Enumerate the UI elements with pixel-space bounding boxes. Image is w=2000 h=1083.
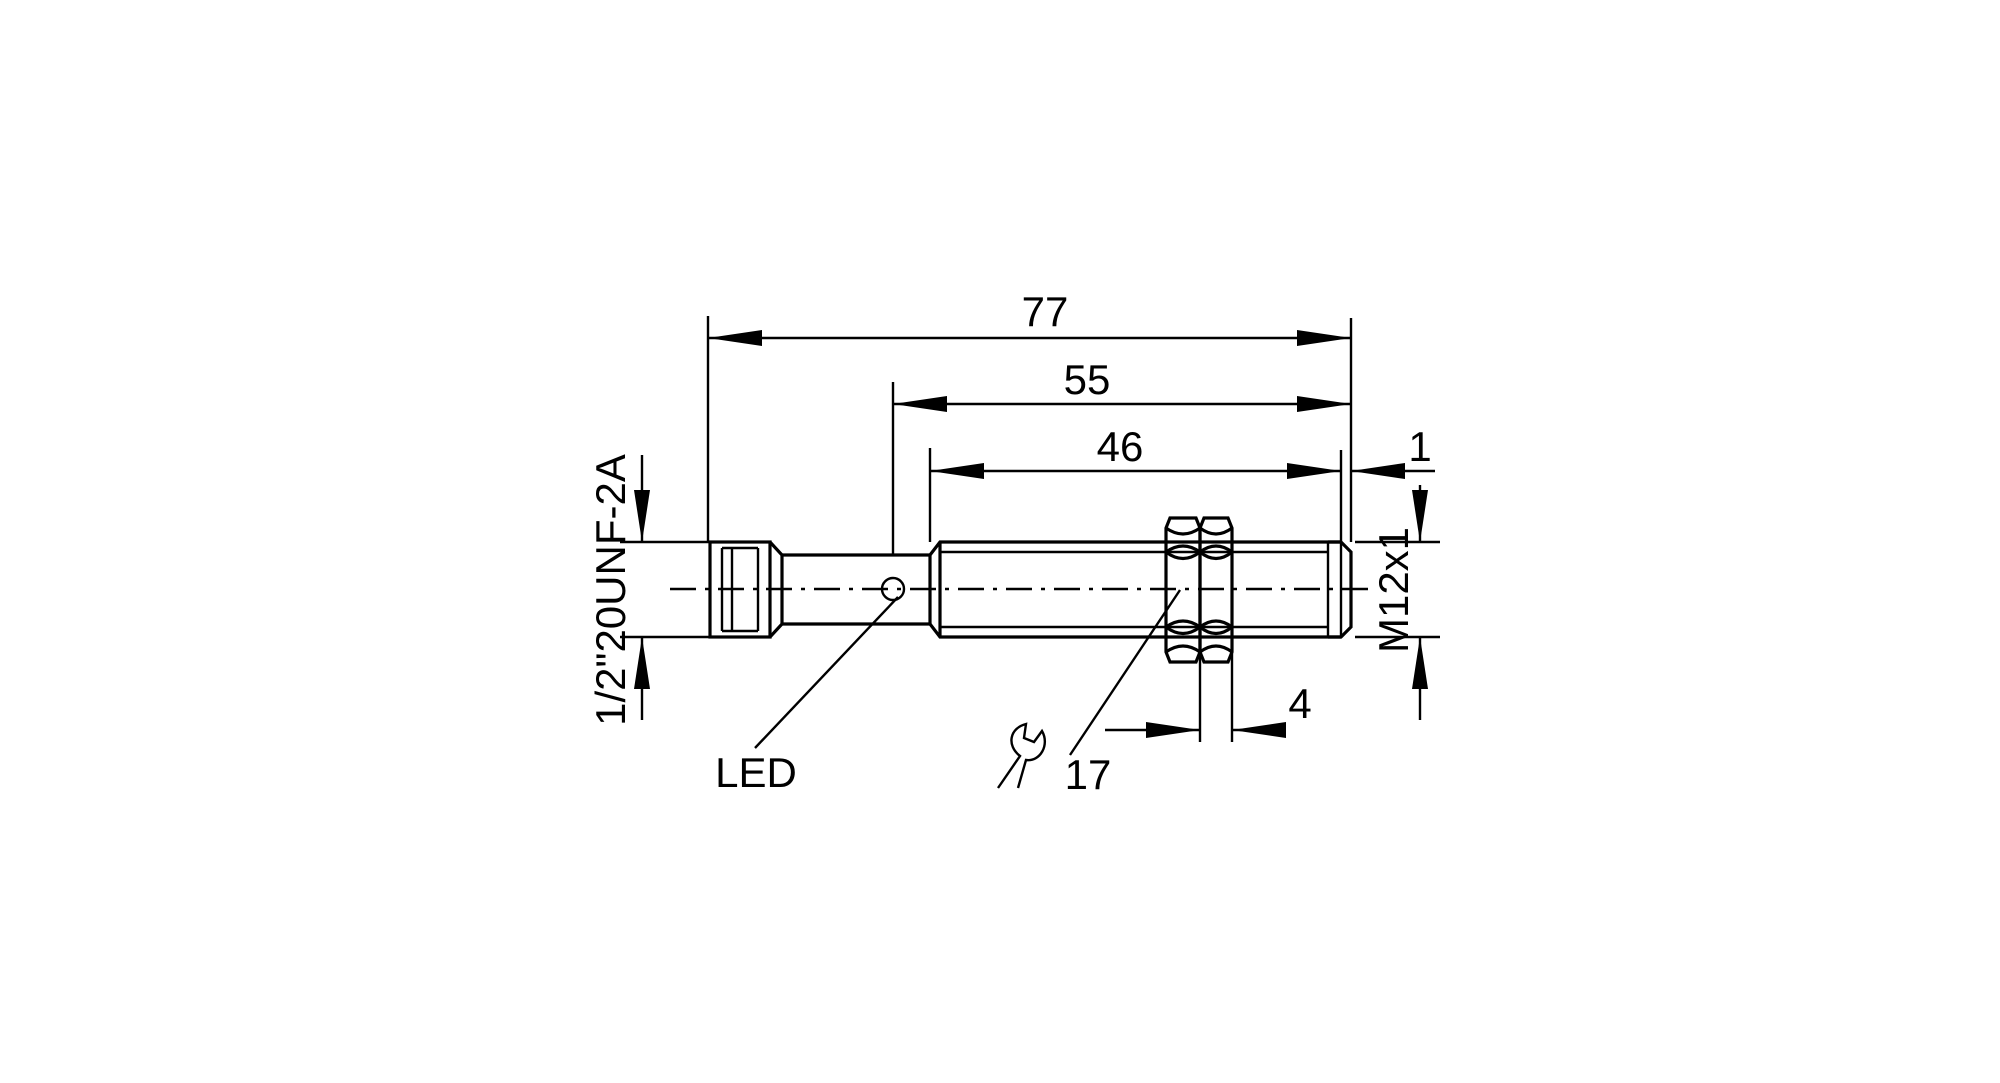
- lock-nuts: [1164, 516, 1234, 664]
- right-thread-label: M12x1: [1370, 527, 1417, 653]
- dimension-4: 4: [1105, 680, 1312, 738]
- led-leader: LED: [715, 596, 899, 796]
- led-label: LED: [715, 749, 797, 796]
- left-thread-label: 1/2"20UNF-2A: [587, 454, 634, 726]
- dimension-left-thread: 1/2"20UNF-2A: [587, 454, 650, 726]
- dimension-77: 77: [708, 288, 1351, 346]
- wrench-icon: [997, 722, 1047, 789]
- extension-lines: [620, 316, 1440, 742]
- sensor-body: [670, 516, 1370, 664]
- dimension-1: 1: [1351, 423, 1435, 479]
- wrench-size-label: 17: [1065, 751, 1112, 798]
- dim-4-label: 4: [1288, 680, 1311, 727]
- dim-77-label: 77: [1022, 288, 1069, 335]
- dim-46-label: 46: [1097, 423, 1144, 470]
- dimension-55: 55: [893, 356, 1351, 412]
- dim-55-label: 55: [1064, 356, 1111, 403]
- dimension-46: 46: [930, 423, 1341, 479]
- wrench-leader: 17: [997, 589, 1181, 798]
- dim-1-label: 1: [1408, 423, 1431, 470]
- dimension-right-thread: M12x1: [1370, 485, 1428, 720]
